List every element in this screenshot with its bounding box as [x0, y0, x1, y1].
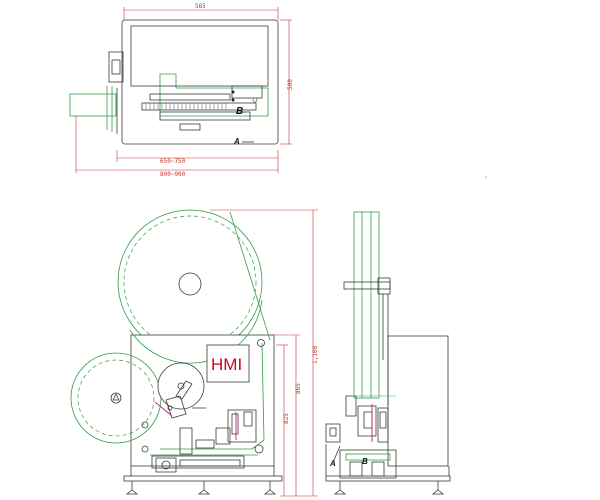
- dim-cabinet-height: 865: [295, 383, 302, 394]
- front-view: HMI: [70, 209, 319, 497]
- top-view: B A 585 500 650~750 800~900: [69, 3, 294, 178]
- front-view-dancer-wheel: [157, 362, 205, 410]
- front-view-hmi-label: HMI: [211, 355, 242, 374]
- side-view-reel-edge: [353, 211, 380, 399]
- side-view-label-b: B: [362, 457, 368, 466]
- top-view-panel: [130, 25, 269, 87]
- side-view-cabinet: [387, 335, 449, 467]
- front-view-reel-hub: [178, 272, 202, 296]
- side-view-label-a: A: [329, 459, 336, 468]
- side-view-base: [325, 475, 451, 482]
- top-view-label-b: B: [236, 106, 243, 117]
- front-view-conveyor: [151, 455, 245, 469]
- front-view-hmi-panel: [206, 344, 250, 383]
- dim-range: 650~750: [160, 158, 186, 165]
- dim-top-height: 500: [287, 79, 294, 90]
- front-view-applicator: [227, 409, 257, 443]
- top-view-label-web: [141, 102, 257, 111]
- dim-top-width: 585: [195, 3, 206, 10]
- side-view-conveyor: [339, 449, 397, 479]
- top-view-motor: [108, 51, 124, 83]
- front-view-cabinet: [130, 334, 275, 467]
- dim-total: 800~900: [160, 171, 186, 178]
- front-view-base: [123, 475, 283, 482]
- top-view-label-a: A: [233, 137, 240, 146]
- dim-overall-height: 1,100: [312, 346, 319, 364]
- top-view-feed-strip: [69, 93, 117, 117]
- side-view: A B: [325, 211, 451, 495]
- dim-lower-height: 825: [283, 413, 290, 424]
